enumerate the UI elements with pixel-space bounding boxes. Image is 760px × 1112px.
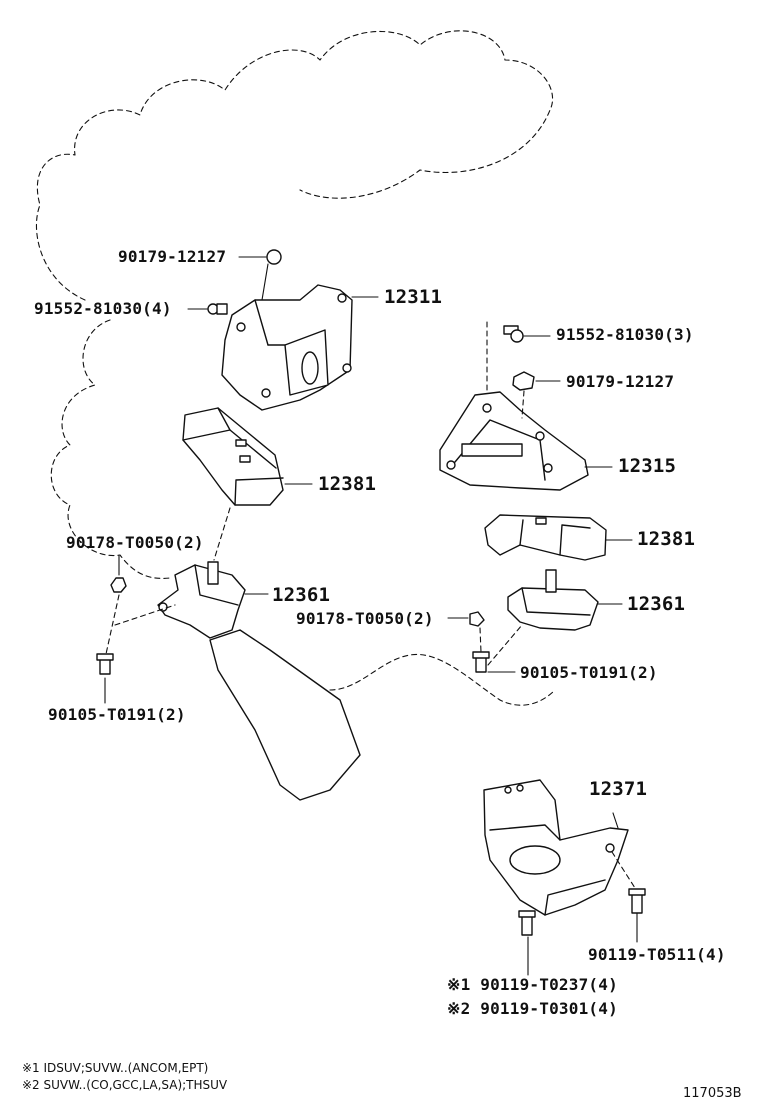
label-12361-left: 12361	[272, 584, 331, 606]
bracket-12315	[439, 391, 589, 491]
diagram-reference-number: 117053B	[683, 1086, 742, 1101]
label-12315: 12315	[618, 455, 677, 477]
label-12361-right: 12361	[627, 593, 686, 615]
tail-outline	[329, 653, 556, 706]
mount-12361-right	[507, 569, 599, 631]
cushion-12381-left	[182, 407, 284, 506]
label-91552-81030-right: 91552-81030(3)	[556, 325, 694, 344]
label-90179-12127-left: 90179-12127	[118, 247, 227, 266]
leaders-left	[104, 256, 379, 704]
leaders-right	[447, 321, 638, 976]
label-91552-81030-left: 91552-81030(4)	[34, 299, 172, 318]
label-90105-t0191-left: 90105-T0191(2)	[48, 705, 186, 724]
label-12371: 12371	[589, 778, 648, 800]
cushion-12381-right	[484, 514, 607, 561]
mount-12371	[483, 779, 629, 916]
bracket-12311	[221, 284, 353, 411]
label-90119-t0511: 90119-T0511(4)	[588, 945, 726, 964]
label-90179-12127-right: 90179-12127	[566, 372, 675, 391]
label-90119-t0237: ※1 90119-T0237(4)	[447, 975, 618, 994]
footnote-2: ※2 SUVW..(CO,GCC,LA,SA);THSUV	[22, 1078, 228, 1092]
label-90178-t0050-right: 90178-T0050(2)	[296, 609, 434, 628]
label-12381-right: 12381	[637, 528, 696, 550]
transmission-tail-left	[209, 629, 361, 801]
transmission-outline	[50, 319, 171, 579]
label-90105-t0191-right: 90105-T0191(2)	[520, 663, 658, 682]
label-90178-t0050-left: 90178-T0050(2)	[66, 533, 204, 552]
fasteners-left	[96, 249, 282, 675]
label-12311: 12311	[384, 286, 443, 308]
label-12381-left: 12381	[318, 473, 377, 495]
footnote-1: ※1 IDSUV;SUVW..(ANCOM,EPT)	[22, 1061, 209, 1075]
mount-12361-left	[157, 561, 246, 639]
label-90119-t0301: ※2 90119-T0301(4)	[447, 999, 618, 1018]
engine-outline	[35, 30, 554, 301]
